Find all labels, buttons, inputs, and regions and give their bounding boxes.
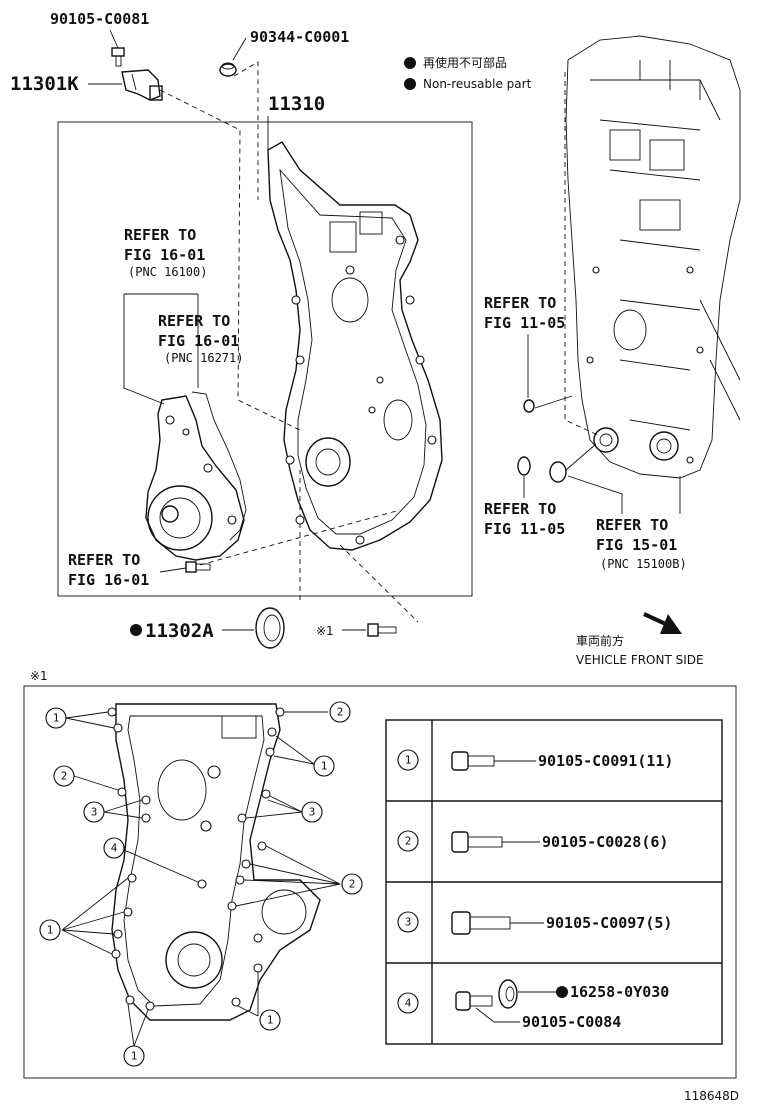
callout-1[interactable]: 1 [313, 755, 335, 777]
svg-text:FIG 11-05: FIG 11-05 [484, 314, 565, 332]
bolt-icon [451, 831, 503, 853]
callout-2[interactable]: 2 [329, 701, 351, 723]
svg-text:2: 2 [405, 835, 412, 848]
timing-cover-detail [111, 703, 321, 1021]
legend: 再使用不可部品 Non-reusable part [404, 55, 532, 91]
callout-1[interactable]: 1 [123, 1045, 145, 1067]
svg-text:再使用不可部品: 再使用不可部品 [423, 55, 507, 70]
note-mark-1: ※1 [316, 624, 334, 638]
refer-fig-16-01-pnc-16100[interactable]: REFER TO FIG 16-01 (PNC 16100) [124, 226, 207, 279]
assembly-frame [57, 121, 473, 597]
svg-text:2: 2 [337, 706, 344, 719]
svg-text:1: 1 [267, 1014, 274, 1027]
bolt-icon [367, 623, 397, 637]
bolt-table-row[interactable]: 3 90105-C0097(5) [397, 911, 672, 935]
svg-text:FIG 15-01: FIG 15-01 [596, 536, 677, 554]
svg-text:4: 4 [405, 997, 412, 1010]
detail-mark: ※1 [30, 669, 48, 683]
oil-seal-icon [255, 607, 285, 649]
svg-text:REFER TO: REFER TO [68, 551, 140, 569]
svg-text:1: 1 [53, 712, 60, 725]
part-number-11302A[interactable]: 11302A [130, 620, 214, 642]
svg-text:3: 3 [405, 916, 412, 929]
bolt-icon [455, 991, 493, 1011]
detail-leaders [61, 711, 341, 1047]
engine-block [565, 35, 741, 479]
svg-text:REFER TO: REFER TO [158, 312, 230, 330]
svg-text:16258-0Y030: 16258-0Y030 [570, 983, 669, 1001]
callout-2[interactable]: 2 [341, 873, 363, 895]
vehicle-front-arrow-icon [643, 612, 682, 634]
svg-text:REFER TO: REFER TO [484, 294, 556, 312]
svg-text:REFER TO: REFER TO [484, 500, 556, 518]
svg-text:3: 3 [309, 806, 316, 819]
svg-text:FIG 11-05: FIG 11-05 [484, 520, 565, 538]
washer-icon [498, 979, 518, 1009]
vehicle-front-en: VEHICLE FRONT SIDE [576, 653, 704, 667]
svg-text:(PNC 16100): (PNC 16100) [128, 265, 207, 279]
o-ring-right [549, 461, 567, 483]
bolt-table-row[interactable]: 4 16258-0Y030 90105-C0084 [397, 979, 669, 1031]
callout-1[interactable]: 1 [259, 1009, 281, 1031]
bolt-icon [451, 751, 495, 771]
non-reusable-dot-icon [130, 624, 142, 636]
refer-fig-15-01[interactable]: REFER TO FIG 15-01 (PNC 15100B) [596, 516, 687, 571]
o-ring-left [517, 456, 531, 476]
callout-4[interactable]: 4 [103, 837, 125, 859]
svg-text:90105-C0084: 90105-C0084 [522, 1013, 621, 1031]
bolt-table-row[interactable]: 2 90105-C0028(6) [397, 830, 668, 853]
bolt-table [385, 719, 723, 1045]
svg-text:FIG 16-01: FIG 16-01 [124, 246, 205, 264]
svg-text:(PNC 16271): (PNC 16271) [164, 351, 243, 365]
part-number-90344-C0001[interactable]: 90344-C0001 [250, 28, 349, 46]
refer-fig-16-01-bolt[interactable]: REFER TO FIG 16-01 [68, 551, 149, 589]
non-reusable-dot-icon [404, 78, 416, 90]
svg-text:FIG 16-01: FIG 16-01 [68, 571, 149, 589]
svg-text:(PNC 15100B): (PNC 15100B) [600, 557, 687, 571]
svg-text:2: 2 [61, 770, 68, 783]
svg-text:3: 3 [91, 806, 98, 819]
part-number-11301K[interactable]: 11301K [10, 73, 79, 95]
callout-3[interactable]: 3 [83, 801, 105, 823]
callout-3[interactable]: 3 [301, 801, 323, 823]
svg-text:90105-C0097(5): 90105-C0097(5) [546, 914, 672, 932]
plug-icon [219, 62, 237, 77]
svg-text:1: 1 [321, 760, 328, 773]
callout-1[interactable]: 1 [45, 707, 67, 729]
svg-text:1: 1 [131, 1050, 138, 1063]
bolt-icon [451, 911, 511, 935]
water-pump-gasket [191, 391, 247, 541]
bolt-icon [111, 47, 125, 67]
svg-text:11302A: 11302A [145, 620, 214, 642]
part-number-11310[interactable]: 11310 [268, 93, 325, 115]
part-number-90105-C0081[interactable]: 90105-C0081 [50, 10, 149, 28]
timing-chain-cover[interactable] [267, 141, 443, 551]
detail-frame [23, 685, 737, 1079]
vehicle-front-jp: 車両前方 [576, 633, 624, 648]
svg-text:FIG 16-01: FIG 16-01 [158, 332, 239, 350]
figure-id: 118648D [684, 1089, 739, 1103]
svg-text:2: 2 [349, 878, 356, 891]
svg-text:1: 1 [405, 754, 412, 767]
refer-fig-11-05-upper[interactable]: REFER TO FIG 11-05 [484, 294, 565, 332]
crank-position-sensor-icon [121, 69, 163, 101]
svg-text:4: 4 [111, 842, 118, 855]
svg-text:1: 1 [47, 924, 54, 937]
refer-fig-16-01-pnc-16271[interactable]: REFER TO FIG 16-01 (PNC 16271) [158, 312, 243, 365]
svg-text:REFER TO: REFER TO [596, 516, 668, 534]
refer-fig-11-05-lower[interactable]: REFER TO FIG 11-05 [484, 500, 565, 538]
svg-text:Non-reusable part: Non-reusable part [423, 77, 532, 91]
callout-1[interactable]: 1 [39, 919, 61, 941]
water-pump[interactable] [145, 395, 245, 561]
callout-2[interactable]: 2 [53, 765, 75, 787]
svg-text:90105-C0091(11): 90105-C0091(11) [538, 752, 673, 770]
non-reusable-dot-icon [556, 986, 568, 998]
bolt-icon [185, 561, 211, 573]
o-ring-small [523, 399, 535, 413]
bolt-table-row[interactable]: 1 90105-C0091(11) [397, 749, 673, 771]
non-reusable-dot-icon [404, 57, 416, 69]
svg-text:90105-C0028(6): 90105-C0028(6) [542, 833, 668, 851]
svg-text:REFER TO: REFER TO [124, 226, 196, 244]
